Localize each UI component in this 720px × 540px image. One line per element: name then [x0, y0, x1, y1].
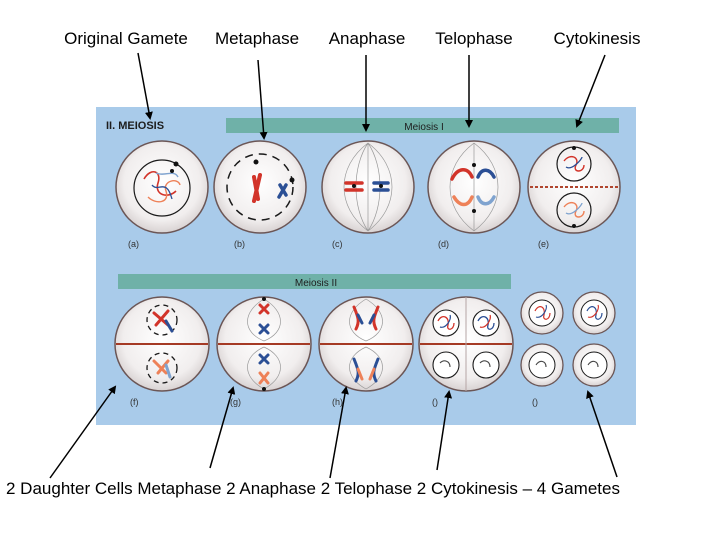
- cell-h: [318, 296, 414, 392]
- band-meiosis2: [118, 274, 511, 289]
- chromosome-orange: [452, 195, 474, 207]
- cell-label-i: (): [432, 397, 438, 407]
- cell-label-j: (): [532, 397, 538, 407]
- chromosome-blue: [372, 181, 390, 192]
- chromatin-lightblue: [155, 172, 179, 178]
- meiosis-figure: II. MEIOSIS Meiosis I Meiosis II: [96, 107, 636, 425]
- cell-label-h: (h): [332, 397, 343, 407]
- bottom-caption: 2 Daughter Cells Metaphase 2 Anaphase 2 …: [6, 479, 620, 498]
- label-anaphase: Anaphase: [328, 29, 406, 48]
- chromosome-blue: [476, 168, 496, 179]
- cell-e: [527, 140, 621, 234]
- band-meiosis2-label: Meiosis II: [295, 278, 337, 289]
- cell-label-f: (f): [130, 397, 139, 407]
- chromatin-blue: [151, 184, 173, 200]
- cell-label-c: (c): [332, 239, 343, 249]
- cell-i: [418, 296, 514, 392]
- chromosome-blue: [277, 183, 288, 199]
- chromosome-red: [450, 168, 474, 181]
- cell-d: [427, 140, 521, 234]
- cell-label-a: (a): [128, 239, 139, 249]
- cell-a: [115, 140, 209, 234]
- cell-f: [114, 296, 210, 392]
- label-cytokinesis: Cytokinesis: [553, 29, 641, 48]
- section-title: II. MEIOSIS: [106, 120, 164, 132]
- spindle: [343, 142, 393, 232]
- cell-label-e: (e): [538, 239, 549, 249]
- chromosome-red: [344, 181, 364, 192]
- label-original-gamete: Original Gamete: [64, 29, 188, 48]
- cell-g: [216, 296, 312, 392]
- chromatin-red: [143, 171, 177, 196]
- label-metaphase: Metaphase: [214, 29, 300, 48]
- cell-j: [520, 291, 616, 387]
- band-meiosis1: [226, 118, 619, 133]
- band-meiosis1-label: Meiosis I: [404, 122, 443, 133]
- cell-label-d: (d): [438, 239, 449, 249]
- label-telophase: Telophase: [435, 29, 513, 48]
- chromosome-red: [252, 173, 262, 203]
- meiosis-figure-svg: II. MEIOSIS Meiosis I Meiosis II: [96, 107, 636, 425]
- cell-c: [321, 140, 415, 234]
- chromatin-orange: [147, 180, 181, 203]
- cell-b: [213, 140, 307, 234]
- cell-label-b: (b): [234, 239, 245, 249]
- chromosome-lightblue: [476, 195, 496, 206]
- cell-label-g: (g): [230, 397, 241, 407]
- spindle: [449, 142, 499, 232]
